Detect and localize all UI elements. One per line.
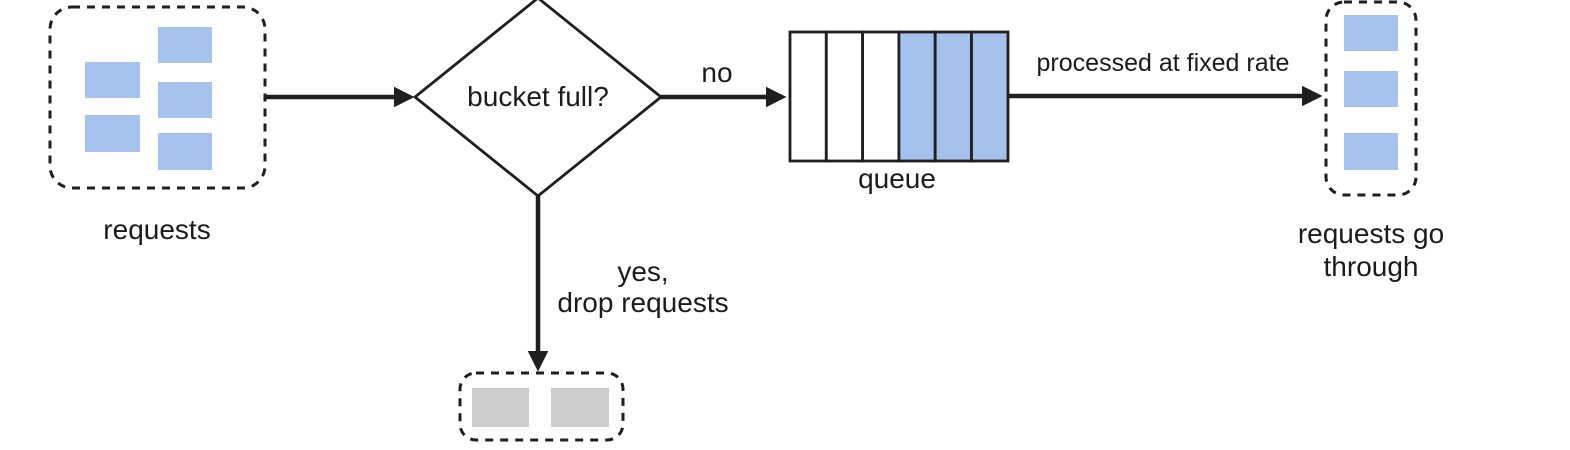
queue-cell-filled [933, 30, 973, 163]
queue-label: queue [858, 163, 936, 194]
output-item [1344, 71, 1398, 107]
queue-cell-filled [970, 30, 1010, 163]
dropped-node [458, 371, 625, 442]
dropped-item [551, 388, 609, 427]
queue-output-edge: processed at fixed rate [1008, 49, 1323, 107]
queue-cell-filled [897, 30, 937, 163]
output-item [1344, 15, 1398, 51]
request-item [158, 82, 212, 118]
output-label-line2: through [1324, 251, 1419, 282]
requests-source-node: requests [48, 5, 267, 245]
output-label-line1: requests go [1298, 218, 1444, 249]
decision-node: bucket full? [412, 0, 664, 198]
processed-rate-label: processed at fixed rate [1037, 49, 1290, 77]
yes-edge-label-line1: yes, [617, 256, 668, 287]
queue-node: queue [788, 30, 1010, 194]
decision-yes-edge: yes, drop requests [527, 196, 729, 372]
request-item [158, 27, 212, 63]
request-item [158, 133, 212, 170]
queue-cell-empty [788, 30, 828, 163]
queue-cell-empty [861, 30, 901, 163]
decision-label: bucket full? [467, 81, 609, 112]
request-item [85, 115, 140, 152]
no-edge-label: no [701, 57, 732, 88]
output-item [1344, 133, 1398, 170]
output-node: requests go through [1298, 0, 1444, 282]
queue-cell-empty [824, 30, 864, 163]
dropped-item [472, 388, 529, 427]
requests-source-label: requests [103, 214, 210, 245]
yes-edge-label-line2: drop requests [557, 287, 728, 318]
decision-no-edge: no [661, 57, 787, 108]
request-item [85, 62, 140, 98]
requests-source-box [48, 5, 267, 190]
